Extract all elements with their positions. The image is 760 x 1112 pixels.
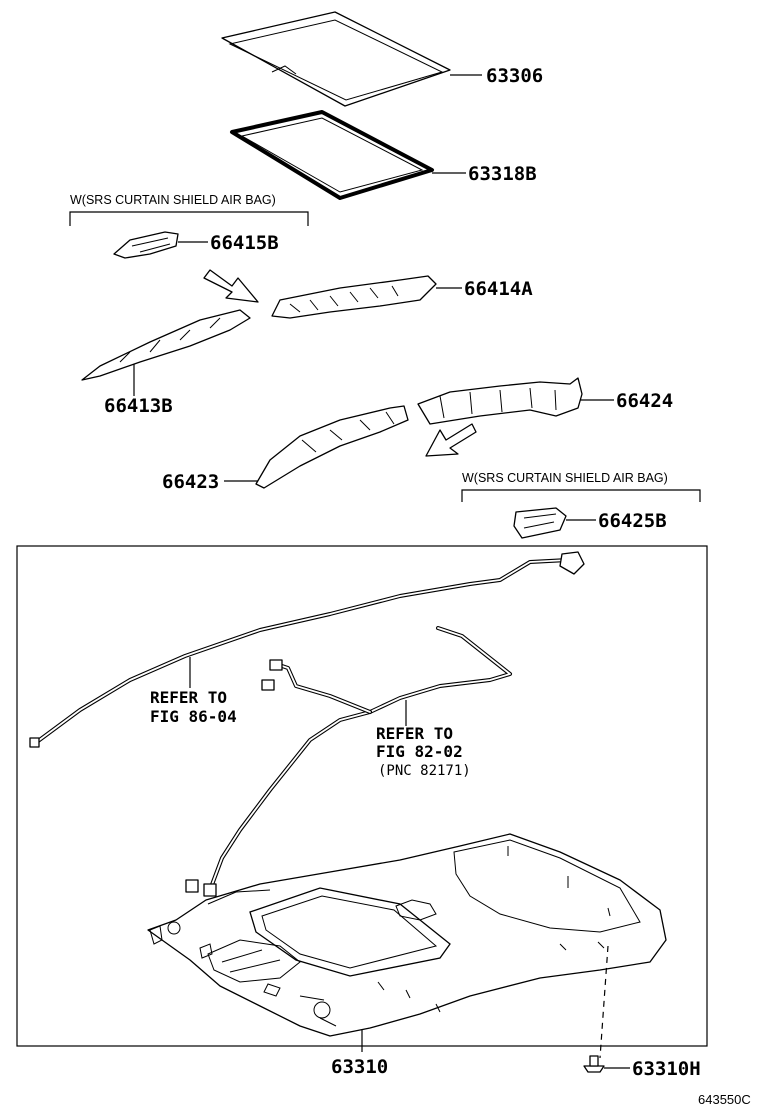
- part-label-63318B[interactable]: 63318B: [468, 163, 537, 185]
- airbag-note-upper: W(SRS CURTAIN SHIELD AIR BAG): [70, 193, 276, 207]
- pillar-garnish-66414A[interactable]: [271, 275, 437, 319]
- ref-86-04-line2: FIG 86-04: [150, 707, 237, 726]
- part-label-66425B[interactable]: 66425B: [598, 510, 667, 532]
- pillar-garnish-66424[interactable]: [417, 377, 583, 425]
- wire-harness-86-04[interactable]: [29, 551, 585, 748]
- part-label-66414A[interactable]: 66414A: [464, 278, 533, 300]
- sunroof-glass-panel[interactable]: [221, 11, 451, 107]
- pillar-garnish-66413B[interactable]: [81, 309, 251, 381]
- dashed-leader-clip: [599, 945, 609, 1059]
- part-label-66423[interactable]: 66423: [162, 471, 219, 493]
- part-label-63310H[interactable]: 63310H: [632, 1058, 701, 1080]
- clip-63310H[interactable]: [583, 1055, 605, 1073]
- ref-86-04-line1: REFER TO: [150, 688, 227, 707]
- diagram-number: 643550C: [698, 1092, 751, 1107]
- pillar-garnish-66423[interactable]: [255, 405, 409, 489]
- arrow-lower-icon: [425, 423, 477, 457]
- bracket-66425B[interactable]: [513, 507, 567, 539]
- part-label-63306[interactable]: 63306: [486, 65, 543, 87]
- airbag-bracket-upper: [69, 211, 309, 226]
- ref-82-02-line3: (PNC 82171): [378, 763, 471, 779]
- wire-harness-82-02[interactable]: [185, 626, 512, 897]
- bracket-66415B[interactable]: [113, 231, 179, 259]
- part-label-66413B[interactable]: 66413B: [104, 395, 173, 417]
- ref-82-02-line2: FIG 82-02: [376, 742, 463, 761]
- ref-82-02-line1: REFER TO: [376, 724, 453, 743]
- part-label-66424[interactable]: 66424: [616, 390, 673, 412]
- sunroof-seal-ring[interactable]: [230, 110, 434, 200]
- part-label-66415B[interactable]: 66415B: [210, 232, 279, 254]
- part-label-63310[interactable]: 63310: [331, 1056, 388, 1078]
- airbag-bracket-lower: [461, 489, 701, 502]
- airbag-note-lower: W(SRS CURTAIN SHIELD AIR BAG): [462, 471, 668, 485]
- arrow-upper-icon: [203, 269, 259, 303]
- roof-headliner-63310[interactable]: [147, 833, 667, 1037]
